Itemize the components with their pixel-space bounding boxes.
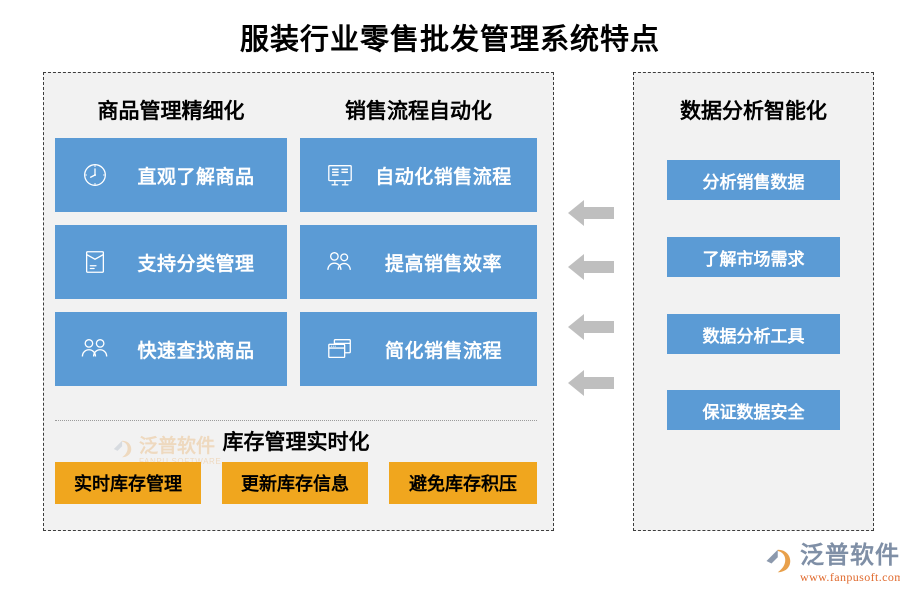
users-icon bbox=[69, 335, 121, 363]
feature-box-category-management[interactable]: 支持分类管理 bbox=[55, 225, 287, 299]
feature-label: 自动化销售流程 bbox=[375, 166, 512, 188]
feature-label: 提高销售效率 bbox=[384, 253, 502, 275]
brand-logo: 泛普软件 www.fanpusoft.com bbox=[764, 544, 900, 583]
column-header-product-management: 商品管理精细化 bbox=[97, 99, 245, 123]
inventory-box-realtime[interactable]: 实时库存管理 bbox=[55, 462, 201, 504]
column-header-data-analysis: 数据分析智能化 bbox=[680, 99, 827, 123]
analysis-box-data-security[interactable]: 保证数据安全 bbox=[667, 390, 840, 430]
section-header-inventory: 库存管理实时化 bbox=[222, 430, 370, 454]
section-divider bbox=[55, 420, 537, 421]
feature-box-quick-search[interactable]: 快速查找商品 bbox=[55, 312, 287, 386]
arrow-left-1 bbox=[568, 196, 614, 230]
arrow-left-3 bbox=[568, 310, 614, 344]
analysis-box-market-demand[interactable]: 了解市场需求 bbox=[667, 237, 840, 277]
windows-copy-icon bbox=[314, 335, 366, 363]
presentation-board-icon bbox=[314, 161, 366, 189]
feature-box-sales-efficiency[interactable]: 提高销售效率 bbox=[300, 225, 537, 299]
brand-name: 泛普软件 bbox=[800, 542, 900, 569]
feature-box-simplify-sales-process[interactable]: 简化销售流程 bbox=[300, 312, 537, 386]
users-icon bbox=[314, 248, 366, 276]
brand-logo-icon bbox=[764, 546, 794, 581]
page-title: 服装行业零售批发管理系统特点 bbox=[239, 24, 660, 56]
analysis-box-sales-data[interactable]: 分析销售数据 bbox=[667, 160, 840, 200]
analysis-box-analysis-tools[interactable]: 数据分析工具 bbox=[667, 314, 840, 354]
inventory-box-avoid-overstock[interactable]: 避免库存积压 bbox=[389, 462, 537, 504]
arrow-left-2 bbox=[568, 250, 614, 284]
arrow-left-4 bbox=[568, 366, 614, 400]
feature-label: 快速查找商品 bbox=[137, 340, 255, 362]
feature-label: 直观了解商品 bbox=[137, 166, 255, 188]
feature-label: 简化销售流程 bbox=[384, 340, 502, 362]
feature-box-intuitive-product[interactable]: 直观了解商品 bbox=[55, 138, 287, 212]
clock-icon bbox=[69, 160, 121, 190]
inventory-box-update-info[interactable]: 更新库存信息 bbox=[222, 462, 368, 504]
right-panel bbox=[633, 72, 874, 531]
document-icon bbox=[69, 247, 121, 277]
feature-box-automated-sales-process[interactable]: 自动化销售流程 bbox=[300, 138, 537, 212]
column-header-sales-automation: 销售流程自动化 bbox=[345, 99, 492, 123]
feature-label: 支持分类管理 bbox=[137, 253, 255, 275]
brand-url: www.fanpusoft.com bbox=[800, 570, 900, 584]
